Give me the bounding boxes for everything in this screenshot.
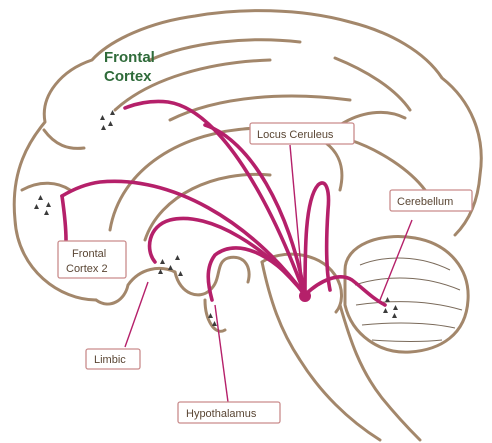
triangle-terminal-icon [108, 121, 113, 126]
label-limbic: Limbic [86, 349, 140, 369]
label-frontal-cortex-2-line1: Frontal [72, 248, 106, 260]
triangle-terminal-icon [100, 115, 105, 120]
triangle-terminal-icon [383, 308, 388, 313]
triangle-terminal-icon [175, 255, 180, 260]
label-limbic-text: Limbic [94, 354, 126, 366]
triangle-terminal-icon [208, 313, 213, 318]
label-cerebellum-text: Cerebellum [397, 196, 453, 208]
cerebellum-fold-5 [372, 340, 442, 342]
terminal-cluster-frontal-2 [34, 195, 51, 215]
triangle-terminal-icon [46, 202, 51, 207]
gyrus-fold-3 [150, 40, 300, 60]
title-frontal: Frontal [104, 49, 155, 66]
pathway-frontal-cortex-2-branch [62, 196, 66, 240]
cerebellum-fold-3 [356, 302, 462, 310]
pathway-central-loop [305, 183, 330, 295]
leader-hypothalamus [215, 305, 228, 402]
terminal-cluster-cerebellum [383, 297, 398, 318]
label-locus-ceruleus: Locus Ceruleus [250, 123, 354, 144]
terminal-cluster-limbic [158, 255, 183, 276]
gyrus-fold-5 [350, 140, 425, 190]
label-cerebellum: Cerebellum [390, 190, 472, 211]
title-cortex: Cortex [104, 68, 152, 85]
triangle-terminal-icon [44, 210, 49, 215]
cerebellum-fold-1 [360, 258, 450, 270]
triangle-terminal-icon [385, 297, 390, 302]
triangle-terminal-icon [38, 195, 43, 200]
gyrus-fold-4 [335, 58, 410, 110]
gyrus-fold-6 [44, 130, 84, 148]
hypothalamus-region-outline [205, 300, 225, 331]
label-hypothalamus-text: Hypothalamus [186, 408, 257, 420]
triangle-terminal-icon [101, 125, 106, 130]
terminal-cluster-frontal [100, 110, 115, 130]
cerebellum-fold-4 [362, 323, 455, 328]
triangle-terminal-icon [178, 271, 183, 276]
gyrus-fold-7 [22, 183, 70, 190]
leader-limbic [125, 282, 148, 347]
label-hypothalamus: Hypothalamus [178, 402, 280, 423]
cerebellum-fold-2 [355, 278, 460, 290]
locus-ceruleus-node [299, 290, 311, 302]
triangle-terminal-icon [393, 305, 398, 310]
triangle-terminal-icon [168, 265, 173, 270]
triangle-terminal-icon [392, 313, 397, 318]
triangle-terminal-icon [34, 204, 39, 209]
triangle-terminal-icon [212, 321, 217, 326]
cerebellum-outline [345, 237, 468, 353]
label-frontal-cortex-2-line2: Cortex 2 [66, 263, 108, 275]
label-locus-ceruleus-text: Locus Ceruleus [257, 129, 334, 141]
triangle-terminal-icon [160, 259, 165, 264]
label-frontal-cortex-2: Frontal Cortex 2 [58, 241, 126, 278]
leader-cerebellum [380, 220, 412, 300]
